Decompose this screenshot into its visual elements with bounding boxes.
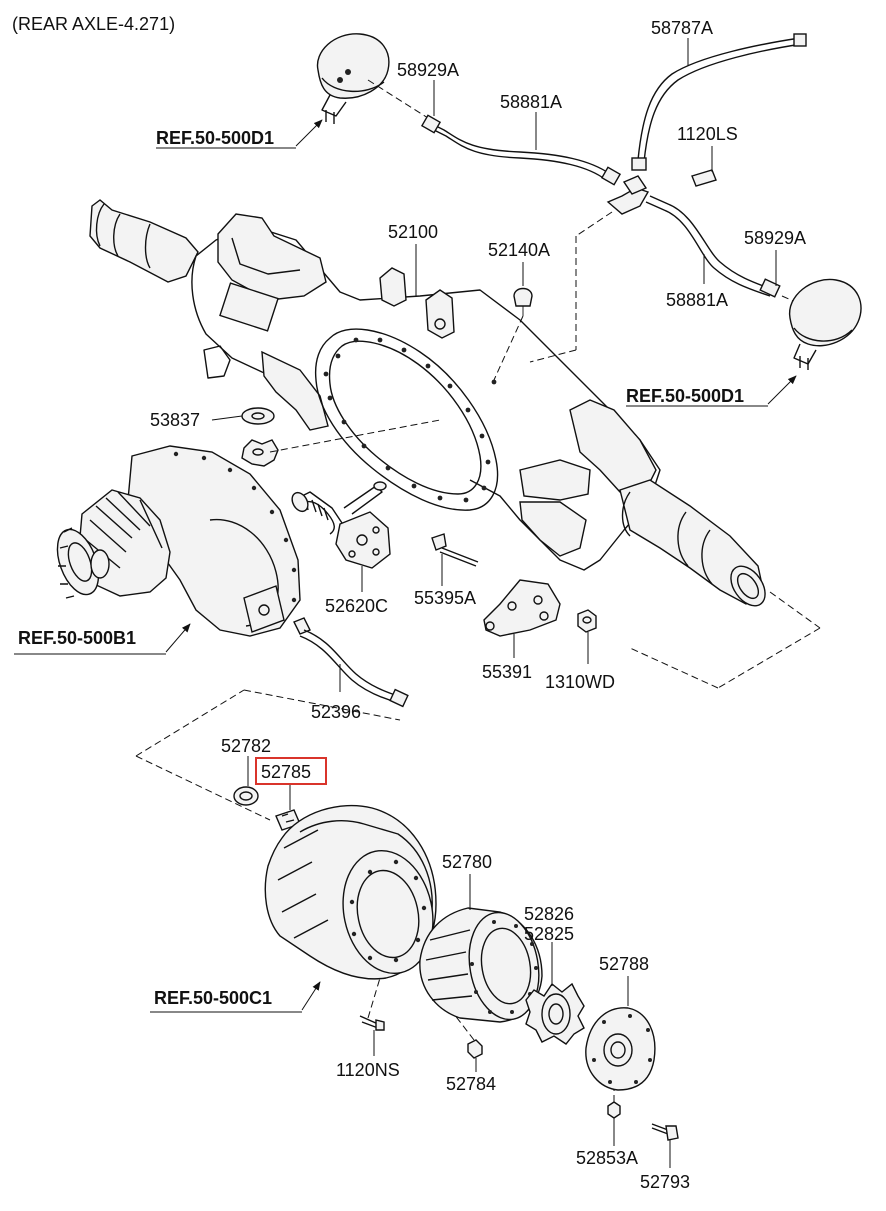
bolt-55395a (431, 533, 479, 567)
diagram-title: (REAR AXLE-4.271) (12, 14, 175, 34)
nut-52853a (607, 1090, 621, 1119)
breather-52140a (513, 287, 533, 316)
nut-52784 (453, 1013, 483, 1059)
label-52788[interactable]: 52788 (599, 954, 649, 974)
label-52793[interactable]: 52793 (640, 1172, 690, 1192)
brake-hose-58881a-top (367, 79, 622, 186)
wheel-hub-52780 (419, 907, 543, 1023)
brake-drum (264, 804, 437, 980)
highlight-box (255, 757, 327, 785)
label-52785[interactable]: 52785 (261, 762, 311, 782)
label-58787a[interactable]: 58787A (651, 18, 713, 38)
hub-cap-52788 (585, 1007, 656, 1091)
label-52782[interactable]: 52782 (221, 736, 271, 756)
label-52780[interactable]: 52780 (442, 852, 492, 872)
nut-1310wd (577, 609, 597, 633)
label-1120ns[interactable]: 1120NS (336, 1060, 400, 1080)
brake-hose-58881a-right (645, 195, 801, 305)
bracket-55391 (483, 579, 561, 637)
sun-gear-52826 (525, 982, 585, 1045)
label-52100[interactable]: 52100 (388, 222, 438, 242)
label-52826[interactable]: 52826 (524, 904, 574, 924)
label-55391[interactable]: 55391 (482, 662, 532, 682)
differential-carrier (56, 445, 301, 637)
bolt-52793 (651, 1123, 679, 1141)
label-52784[interactable]: 52784 (446, 1074, 496, 1094)
ref-50-500c1[interactable]: REF.50-500C1 (154, 988, 272, 1008)
brake-chamber-right (789, 278, 862, 370)
side-gear (241, 439, 279, 467)
label-53837[interactable]: 53837 (150, 410, 200, 430)
air-pipe-58787a (631, 33, 807, 171)
label-58881a-right[interactable]: 58881A (666, 290, 728, 310)
label-52853a[interactable]: 52853A (576, 1148, 638, 1168)
axle-housing-52100 (89, 199, 821, 689)
ref-50-500b1[interactable]: REF.50-500B1 (18, 628, 136, 648)
label-1120ls[interactable]: 1120LS (677, 124, 738, 144)
vent-hose-52396 (293, 617, 409, 708)
brake-chamber-top (316, 33, 390, 124)
pipe-bracket (575, 169, 717, 237)
thrust-washer-53837 (241, 407, 275, 425)
label-58929a-right[interactable]: 58929A (744, 228, 806, 248)
label-58929a-top[interactable]: 58929A (397, 60, 459, 80)
dashed-outline-hub (135, 689, 401, 821)
label-52620c[interactable]: 52620C (325, 596, 388, 616)
label-55395a[interactable]: 55395A (414, 588, 476, 608)
screw-1120ns (359, 977, 385, 1031)
label-52140a[interactable]: 52140A (488, 240, 550, 260)
label-52396[interactable]: 52396 (311, 702, 361, 722)
ref-50-500d1-top[interactable]: REF.50-500D1 (156, 128, 274, 148)
oil-seal-52782 (233, 786, 259, 806)
ref-50-500d1-right[interactable]: REF.50-500D1 (626, 386, 744, 406)
label-52825[interactable]: 52825 (524, 924, 574, 944)
label-1310wd[interactable]: 1310WD (545, 672, 615, 692)
label-58881a-top[interactable]: 58881A (500, 92, 562, 112)
actuator-52620c (291, 481, 391, 569)
